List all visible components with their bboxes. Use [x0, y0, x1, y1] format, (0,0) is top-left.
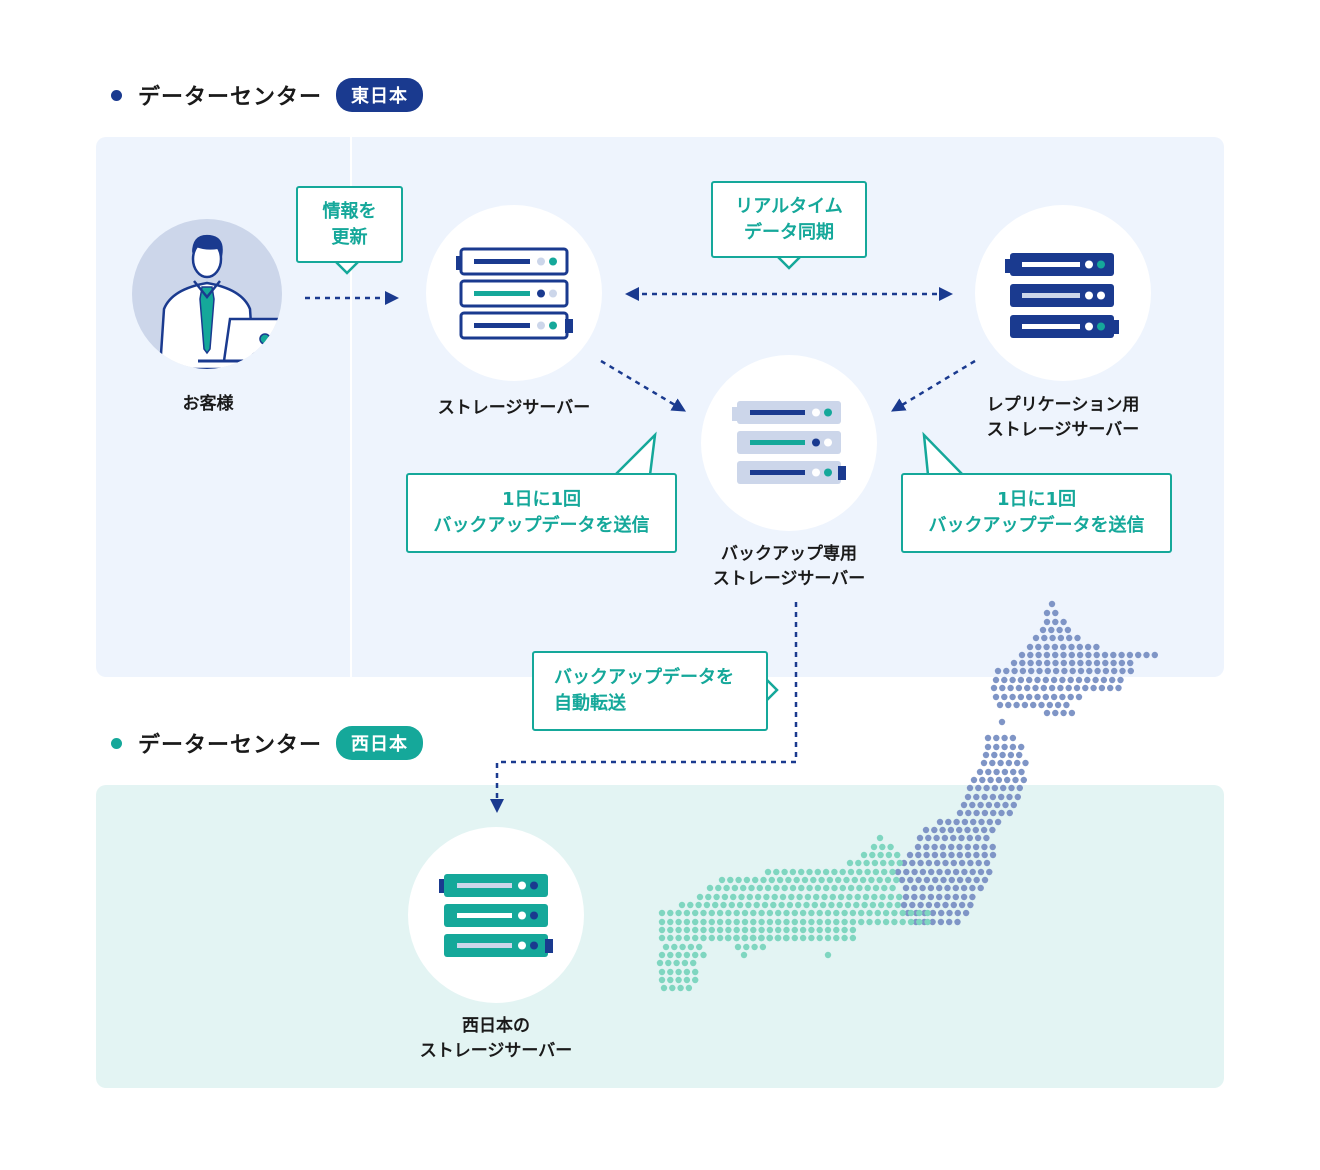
replication-label: レプリケーション用 ストレージサーバー: [953, 393, 1173, 443]
west-server-icon: [439, 874, 553, 957]
realtime-callout-tail: [777, 256, 801, 270]
transfer-callout-line2: 自動転送: [554, 693, 626, 714]
realtime-callout: リアルタイム データ同期: [711, 181, 867, 258]
replication-server-icon: [1005, 253, 1119, 338]
east-bullet-icon: [111, 89, 122, 101]
backup-label-line2: ストレージサーバー: [712, 569, 866, 589]
transfer-callout: バックアップデータを 自動転送: [532, 651, 768, 731]
west-bullet-icon: [111, 737, 122, 749]
daily-right-callout: 1日に1回 バックアップデータを送信: [901, 473, 1172, 553]
daily-right-callout-tail: [922, 431, 964, 476]
update-callout: 情報を 更新: [296, 186, 403, 263]
backup-label-line1: バックアップ専用: [721, 544, 857, 564]
east-heading-text: データーセンター: [138, 85, 323, 110]
east-badge: 東日本: [336, 78, 424, 112]
storage-label: ストレージサーバー: [437, 398, 591, 418]
update-callout-line1: 情報を: [322, 200, 377, 222]
transfer-callout-tail: [765, 678, 779, 702]
customer-person-icon: [158, 234, 282, 369]
west-heading-text: データーセンター: [138, 733, 323, 758]
west-heading: データーセンター 西日本: [111, 726, 424, 760]
replication-label-line2: ストレージサーバー: [986, 420, 1140, 440]
west-storage-label-line2: ストレージサーバー: [419, 1041, 573, 1061]
daily-left-callout-line2: バックアップデータを送信: [433, 515, 650, 536]
daily-right-callout-line1: 1日に1回: [996, 489, 1077, 510]
japan-map-icon: [656, 600, 1159, 992]
backup-server-icon: [732, 401, 846, 484]
realtime-callout-line1: リアルタイム: [735, 195, 843, 217]
realtime-callout-line2: データ同期: [744, 221, 834, 243]
daily-left-callout-line1: 1日に1回: [501, 489, 582, 510]
update-callout-tail: [335, 261, 359, 275]
storage-server-icon: [456, 247, 573, 340]
daily-left-callout: 1日に1回 バックアップデータを送信: [406, 473, 677, 553]
customer-divider: [350, 137, 352, 677]
west-badge: 西日本: [336, 726, 424, 760]
west-storage-label: 西日本の ストレージサーバー: [396, 1014, 596, 1064]
daily-left-callout-tail: [614, 431, 657, 476]
backup-label: バックアップ専用 ストレージサーバー: [689, 542, 889, 592]
customer-label: お客様: [182, 394, 234, 414]
transfer-arrow: [490, 602, 798, 813]
replication-label-line1: レプリケーション用: [986, 395, 1140, 415]
customer-avatar: [132, 219, 282, 369]
daily-right-callout-line2: バックアップデータを送信: [928, 515, 1145, 536]
east-heading: データーセンター 東日本: [111, 78, 424, 112]
transfer-callout-line1: バックアップデータを: [554, 667, 734, 688]
west-storage-label-line1: 西日本の: [462, 1016, 530, 1036]
update-callout-line2: 更新: [331, 226, 368, 248]
